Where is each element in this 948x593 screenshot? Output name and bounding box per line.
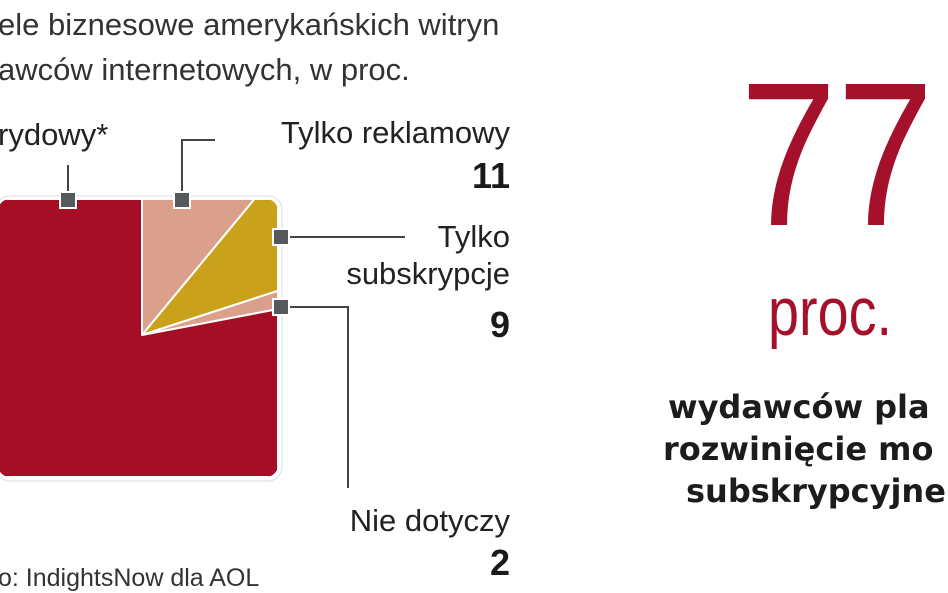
- highlight-line-3: subskrypcyjne: [686, 472, 946, 510]
- label-subskrypcje-2: subskrypcje: [346, 256, 510, 291]
- leader-nie-dotyczy: [281, 306, 349, 488]
- label-nie-dotyczy: Nie dotyczy: [350, 503, 511, 538]
- label-subskrypcje-1: Tylko: [438, 219, 510, 254]
- title-line-2: awców internetowych, w proc.: [0, 52, 410, 87]
- marker-nie-dotyczy: [272, 298, 290, 316]
- label-hybrid: rydowy*: [0, 117, 108, 152]
- pie-slices: [0, 199, 278, 477]
- slice-hybrid: [0, 199, 278, 477]
- highlight-unit: proc.: [768, 275, 892, 350]
- highlight-line-2: rozwinięcie mo: [663, 430, 933, 468]
- value-nie-dotyczy: 2: [490, 542, 510, 583]
- title-line-1: ele biznesowe amerykańskich witryn: [0, 7, 499, 42]
- label-reklamowy: Tylko reklamowy: [281, 115, 511, 150]
- value-reklamowy: 11: [472, 155, 510, 196]
- highlight-line-1: wydawców pla: [668, 388, 930, 426]
- source-note: o: IndightsNow dla AOL: [0, 564, 259, 592]
- marker-reklamowy: [173, 191, 191, 209]
- marker-subskrypcje: [272, 228, 290, 246]
- value-subskrypcje: 9: [490, 304, 510, 345]
- leader-reklamowy: [181, 139, 215, 200]
- highlight-number: 77: [740, 41, 934, 269]
- marker-hybrid: [59, 191, 77, 209]
